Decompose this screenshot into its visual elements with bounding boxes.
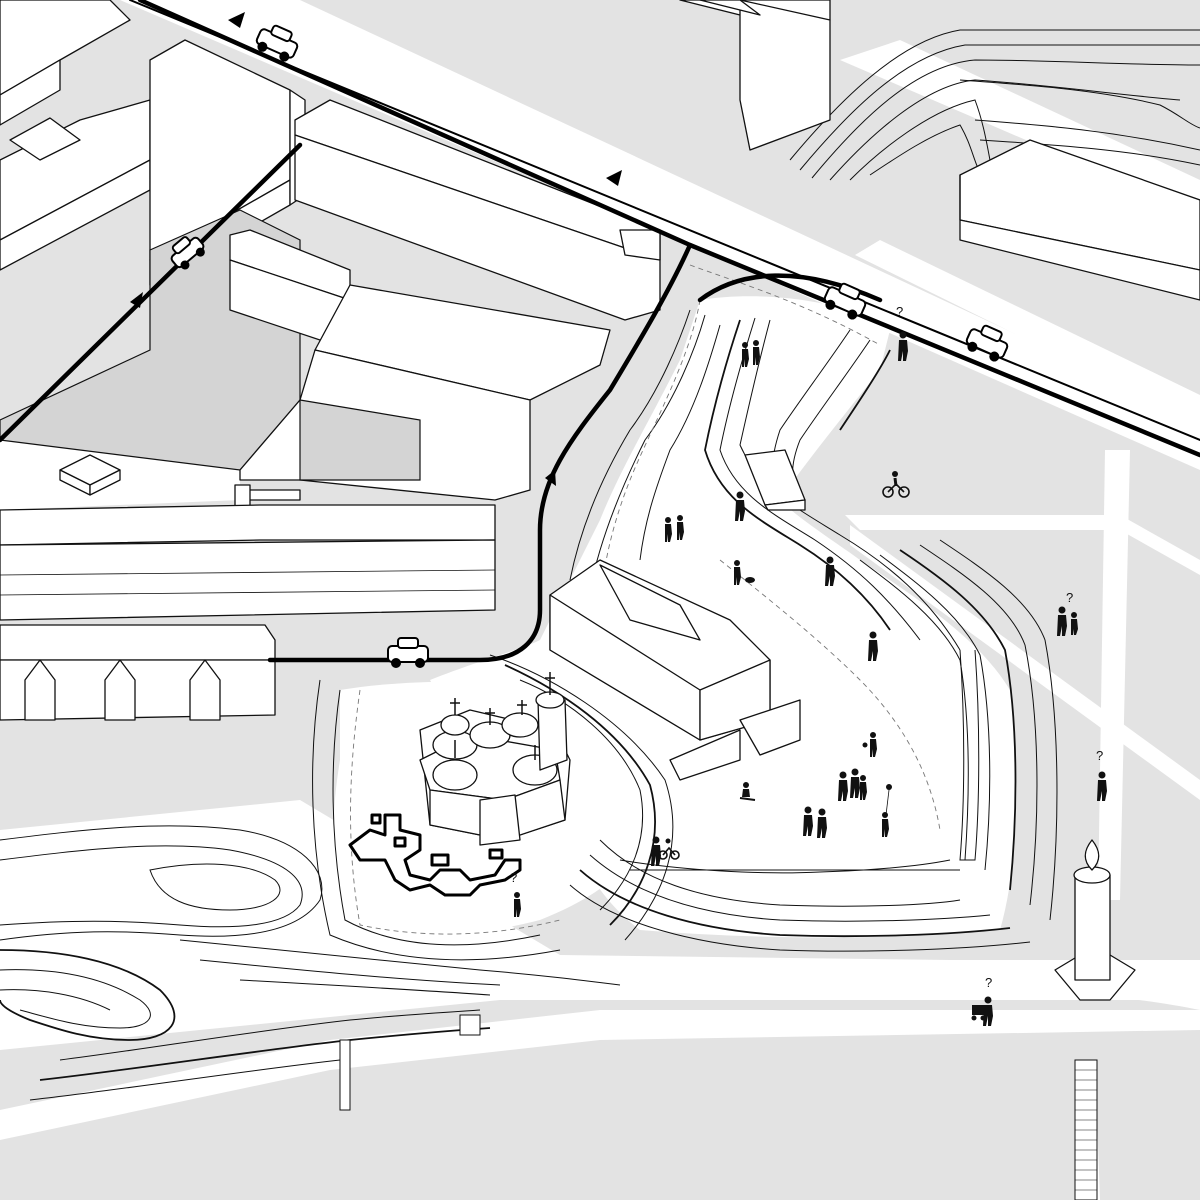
candle-monument bbox=[1054, 839, 1136, 1001]
question-mark: ? bbox=[1066, 590, 1073, 605]
stroller-icon bbox=[971, 1005, 986, 1021]
buildings bbox=[0, 0, 1200, 781]
traffic-routes bbox=[0, 0, 1200, 663]
car-icon bbox=[170, 24, 1009, 668]
question-mark: ? bbox=[896, 304, 903, 319]
question-mark: ? bbox=[1096, 748, 1103, 763]
question-marks: ? ? ? ? ? bbox=[510, 304, 1103, 990]
pedestrian-icon bbox=[514, 331, 1107, 1026]
church-foundation-outline bbox=[348, 813, 522, 897]
church bbox=[348, 672, 571, 897]
pier bbox=[339, 1014, 1098, 1200]
cyclist-icon bbox=[658, 471, 910, 860]
church-cross-icon bbox=[450, 698, 536, 760]
question-mark: ? bbox=[510, 870, 517, 885]
direction-arrow-icon bbox=[130, 12, 622, 486]
question-mark: ? bbox=[985, 975, 992, 990]
